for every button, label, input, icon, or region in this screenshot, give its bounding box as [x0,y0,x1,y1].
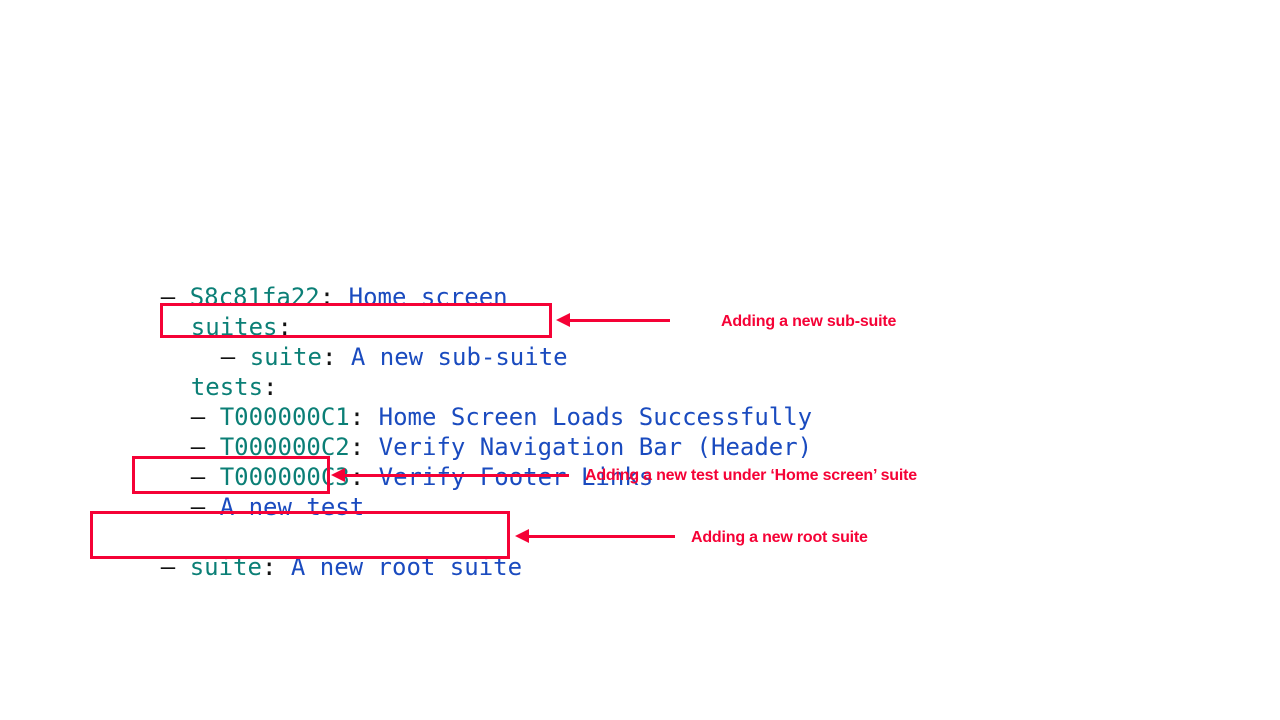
new-root-suite-separator: : [261,553,277,581]
bullet-dash-icon: – [220,343,236,371]
arrow-to-new-root-suite [515,526,675,548]
annotation-label-sub-suite: Adding a new sub-suite [721,313,897,330]
arrow-shaft [525,535,675,538]
test-id: T000000C1 [219,403,350,431]
new-test-name: A new test [219,493,365,521]
bullet-dash-icon: – [190,403,206,431]
root-suite-separator: : [319,283,335,311]
tree-row-new-root-suite: – suite: A new root suite [103,522,522,612]
tests-label: tests [190,373,264,401]
bullet-dash-icon: – [160,553,176,581]
tree-row-test: – T000000C2: Verify Navigation Bar (Head… [133,402,812,492]
arrow-shaft [566,319,670,322]
bullet-dash-icon: – [190,493,206,521]
tree-row-test: – T000000C1: Home Screen Loads Successfu… [133,372,812,462]
test-name: Verify Navigation Bar (Header) [378,433,813,461]
test-separator: : [349,403,365,431]
bullet-dash-icon: – [190,433,206,461]
test-name: Verify Footer Links [378,463,654,491]
test-name: Home Screen Loads Successfully [378,403,813,431]
annotation-label-new-root-suite: Adding a new root suite [691,529,868,546]
tree-row-root-suite: – S8c81fa22: Home screen [103,252,508,342]
sub-suite-key: suite [249,343,322,371]
annotation-label-new-test: Adding a new test under ‘Home screen’ su… [585,467,917,484]
bullet-dash-icon: – [190,463,206,491]
arrow-to-sub-suite [556,310,670,332]
sub-suite-name: A new sub-suite [350,343,568,371]
tree-row-new-sub-suite: – suite: A new sub-suite [163,312,568,402]
tests-label-separator: : [263,373,278,401]
test-separator: : [349,433,365,461]
test-separator: : [349,463,365,491]
new-root-suite-key: suite [189,553,262,581]
tree-row-tests-label: tests: [133,342,278,432]
root-suite-id: S8c81fa22 [189,283,320,311]
root-suite-name: Home screen [348,283,508,311]
new-root-suite-name: A new root suite [290,553,523,581]
tree-row-new-test: – A new test [133,462,364,552]
sub-suite-separator: : [321,343,337,371]
suites-label-separator: : [277,313,292,341]
